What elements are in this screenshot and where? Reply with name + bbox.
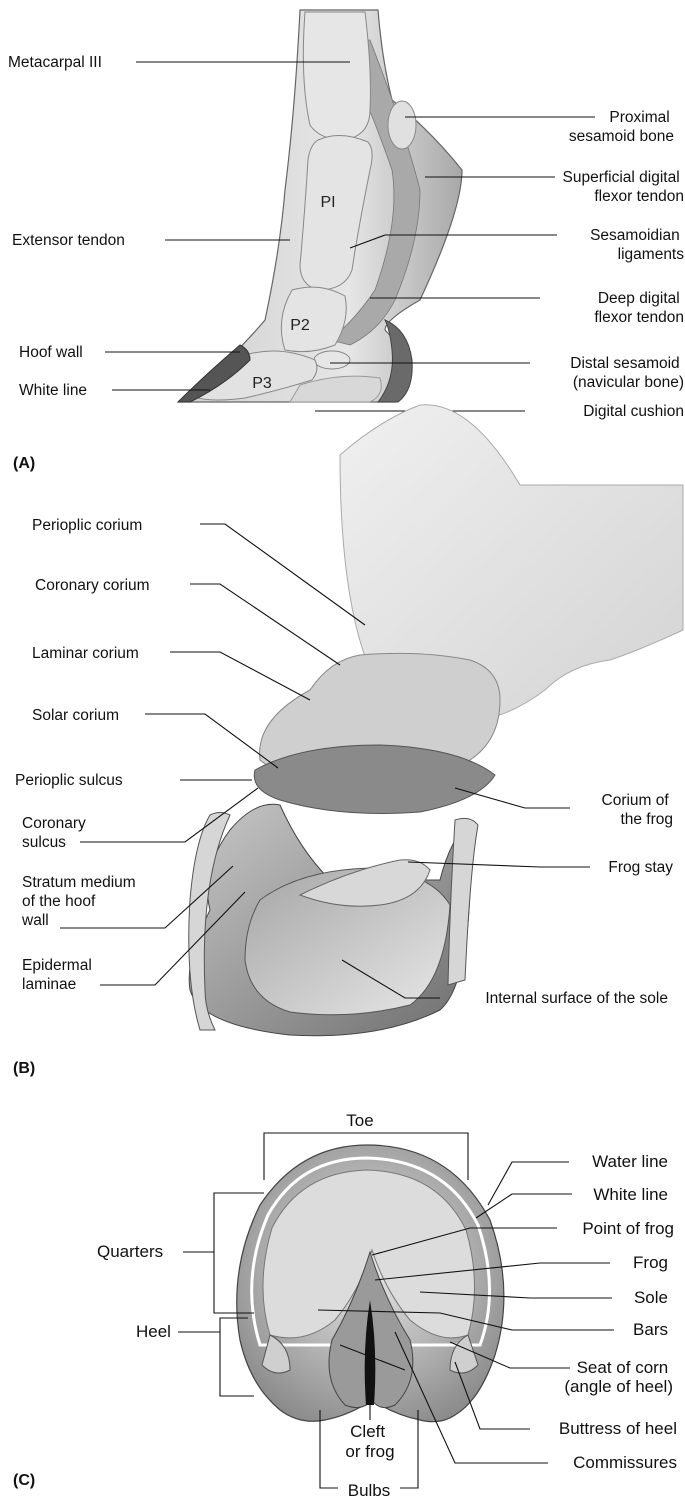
label-perioplic-sulcus: Perioplic sulcus: [15, 772, 123, 789]
panel-a: PI P2 P3 Metacarpal III Extensor tendon …: [8, 10, 684, 472]
label-digital-cushion: Digital cushion: [583, 403, 684, 420]
p1-label: PI: [320, 194, 335, 211]
label-white-line-c: White line: [593, 1185, 668, 1204]
label-distal-sesamoid: Distal sesamoid (navicular bone): [570, 355, 684, 391]
label-solar-corium: Solar corium: [32, 707, 119, 724]
label-bulbs: Bulbs: [348, 1481, 391, 1500]
leader-white-line-c: [476, 1194, 572, 1218]
metacarpal-bone: [303, 12, 370, 140]
label-stratum-medium: Stratum medium of the hoof wall: [21, 874, 140, 929]
label-sesamoidian: Sesamoidian ligaments: [590, 227, 684, 263]
label-deep-flexor: Deep digital flexor tendon: [594, 290, 684, 326]
label-frog-stay: Frog stay: [608, 859, 673, 876]
p2-label: P2: [290, 317, 310, 334]
label-white-line-a: White line: [19, 382, 87, 399]
label-heel: Heel: [136, 1322, 171, 1341]
bracket-bulbs-left: [320, 1410, 338, 1488]
navicular-bone: [314, 351, 350, 369]
label-frog: Frog: [633, 1253, 668, 1272]
panel-b: Perioplic corium Coronary corium Laminar…: [13, 405, 683, 1077]
leader-perioplic-corium: [200, 524, 365, 625]
label-internal-sole: Internal surface of the sole: [485, 990, 668, 1007]
panel-c-tag: (C): [13, 1472, 35, 1489]
panel-b-tag: (B): [13, 1060, 35, 1077]
proximal-sesamoid: [388, 101, 416, 149]
panel-c: Toe Quarters Heel Bulbs Cleft or frog Wa…: [13, 1111, 677, 1500]
leader-frog-stay: [408, 862, 590, 867]
label-epidermal-laminae: Epidermal laminae: [22, 957, 96, 993]
label-buttress: Buttress of heel: [559, 1419, 677, 1438]
label-perioplic-corium: Perioplic corium: [32, 517, 142, 534]
label-bars: Bars: [633, 1320, 668, 1339]
label-coronary-sulcus: Coronary sulcus: [22, 815, 90, 851]
label-metacarpal: Metacarpal III: [8, 54, 102, 71]
leader-laminar-corium: [170, 652, 310, 700]
leader-solar-corium: [145, 714, 278, 768]
label-quarters: Quarters: [97, 1242, 163, 1261]
p3-label: P3: [252, 375, 272, 392]
leader-coronary-corium: [190, 584, 340, 665]
panel-a-tag: (A): [13, 455, 35, 472]
label-commissures: Commissures: [573, 1453, 677, 1472]
label-sole-c: Sole: [634, 1288, 668, 1307]
label-coronary-corium: Coronary corium: [35, 577, 150, 594]
label-corium-frog: Corium of the frog: [602, 792, 674, 828]
leader-water-line: [488, 1162, 569, 1205]
label-cleft: Cleft or frog: [345, 1422, 394, 1461]
label-extensor: Extensor tendon: [12, 232, 125, 249]
label-seat-corn: Seat of corn (angle of heel): [564, 1358, 673, 1396]
label-toe: Toe: [346, 1111, 373, 1130]
label-superficial-flexor: Superficial digital flexor tendon: [563, 169, 685, 205]
wall-right: [448, 818, 478, 985]
label-hoof-wall: Hoof wall: [19, 344, 83, 361]
label-water-line: Water line: [592, 1152, 668, 1171]
label-point-frog: Point of frog: [582, 1219, 674, 1238]
label-proximal-sesamoid: Proximal sesamoid bone: [569, 109, 674, 145]
label-laminar-corium: Laminar corium: [32, 645, 139, 662]
bracket-bulbs-right: [400, 1410, 418, 1488]
